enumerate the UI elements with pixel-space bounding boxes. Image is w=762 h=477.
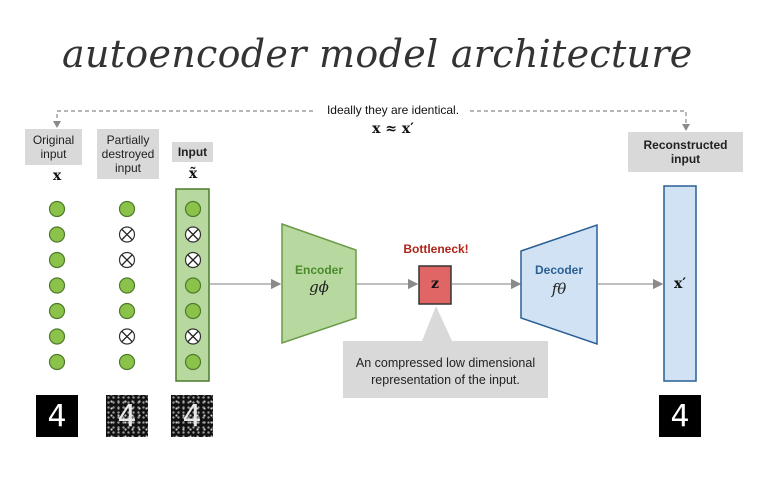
bottleneck-symbol: z xyxy=(431,276,439,292)
input-nodes xyxy=(184,200,202,371)
destroyed-node xyxy=(118,277,136,294)
callout-text-line1: An compressed low dimensional xyxy=(355,356,536,370)
destroyed-node xyxy=(118,302,136,320)
callout-box xyxy=(343,306,548,398)
identity-left-arrowhead xyxy=(53,121,61,128)
input-node xyxy=(184,353,202,371)
input-node-cross-icon xyxy=(187,330,199,343)
reconstructed-input-label: Reconstructed input xyxy=(628,132,743,172)
destroyed-input-label: Partially destroyed input xyxy=(97,129,159,179)
input-label: Input xyxy=(172,142,213,162)
callout-text-line2: representation of the input. xyxy=(371,373,520,387)
reconstructed-digit-image: 4 xyxy=(659,395,701,437)
identity-dashed-connector xyxy=(56,110,687,128)
input-node-cross-icon xyxy=(187,228,199,241)
original-node xyxy=(48,200,66,218)
encoder-label: Encoder xyxy=(294,263,343,277)
encoder-function: gϕ xyxy=(309,278,329,296)
original-node xyxy=(48,328,66,345)
destroyed-node xyxy=(118,353,136,371)
top-note: Ideally they are identical. xyxy=(326,103,460,117)
original-input-symbol: x xyxy=(52,168,62,184)
input-node-cross-icon xyxy=(187,254,199,266)
destroyed-node-cross-icon xyxy=(121,254,133,266)
original-input-nodes xyxy=(48,200,66,371)
input-node xyxy=(184,200,202,218)
input-symbol: x̃ xyxy=(188,166,198,182)
original-node xyxy=(48,226,66,243)
original-digit-image: 4 xyxy=(36,395,78,437)
identity-right-arrowhead xyxy=(682,124,690,131)
destroyed-node xyxy=(118,200,136,218)
reconstructed-panel xyxy=(663,185,697,382)
destroyed-input-nodes xyxy=(118,200,136,371)
original-input-label: Original input xyxy=(25,129,82,165)
destroyed-digit-image: 4 xyxy=(106,395,148,437)
encoder-shape xyxy=(281,222,357,345)
destroyed-node-cross-icon xyxy=(121,330,133,343)
input-digit-image: 4 xyxy=(171,395,213,437)
destroyed-node-cross-icon xyxy=(121,228,133,241)
input-node xyxy=(184,277,202,294)
identity-formula: x ≈ x′ xyxy=(372,121,414,137)
reconstructed-symbol: x′ xyxy=(673,276,687,292)
decoder-function: fθ xyxy=(551,280,567,298)
original-node xyxy=(48,302,66,320)
original-node xyxy=(48,353,66,371)
input-node xyxy=(184,302,202,320)
bottleneck-box xyxy=(418,265,452,305)
original-node xyxy=(48,251,66,269)
diagram-title: autoencoder model architecture xyxy=(62,32,693,76)
original-node xyxy=(48,277,66,294)
decoder-shape xyxy=(520,223,598,346)
decoder-label: Decoder xyxy=(534,263,584,277)
bottleneck-label: Bottleneck! xyxy=(403,242,469,256)
